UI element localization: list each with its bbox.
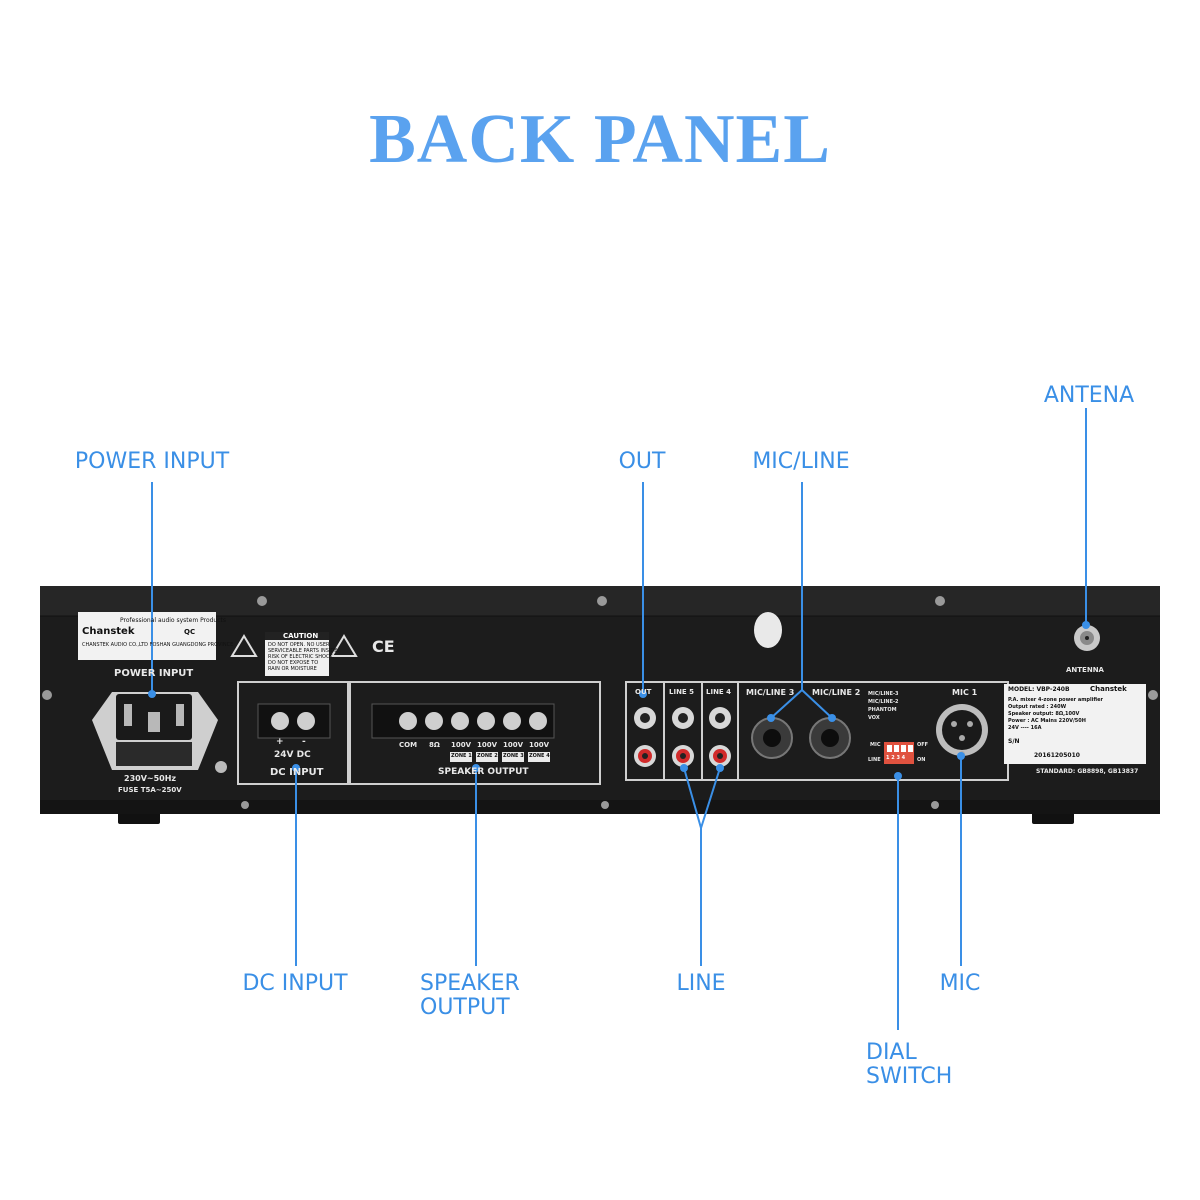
speaker-terminal-100v: 100V [529, 741, 550, 749]
spec-sn-label: S/N [1008, 738, 1020, 745]
page-title: BACK PANEL [369, 101, 831, 178]
brand-label: Chanstek [82, 626, 135, 637]
power-input-label: POWER INPUT [114, 668, 194, 679]
spec-brand: Chanstek [1090, 685, 1127, 693]
callout-out: OUT [618, 449, 666, 474]
dip-line-label: LINE [868, 757, 881, 763]
speaker-terminal-100v: 100V [451, 741, 472, 749]
spec-model: MODEL: VBP-240B [1008, 686, 1070, 693]
speaker-terminal-com: COM [399, 741, 418, 749]
out-jack-label: OUT [635, 688, 652, 696]
brand-qc: QC [184, 628, 196, 636]
ce-mark: CE [372, 637, 395, 656]
speaker-terminal-8ohm: 8Ω [429, 741, 440, 749]
callout-speaker-output: SPEAKER OUTPUT [420, 971, 520, 1020]
dc-voltage: 24V DC [274, 750, 311, 760]
mic-line3-label: MIC/LINE 3 [746, 688, 795, 697]
fuse-rating: FUSE T5A~250V [118, 786, 182, 794]
zone-2: ZONE 2 [477, 753, 498, 759]
spec-sn: 20161205010 [1034, 752, 1080, 759]
caution-title: CAUTION [283, 632, 319, 640]
zone-3: ZONE 3 [503, 753, 524, 759]
dc-plus: + [276, 737, 284, 747]
dip-off-label: OFF [917, 742, 929, 748]
callout-dc-input: DC INPUT [242, 971, 348, 996]
power-rating: 230V~50Hz [124, 774, 177, 783]
antenna-port-label: ANTENNA [1066, 666, 1104, 674]
mic1-label: MIC 1 [952, 688, 978, 697]
dip-mic-label: MIC [870, 742, 881, 748]
speaker-output-label: SPEAKER OUTPUT [438, 767, 529, 777]
callout-power-input: POWER INPUT [74, 449, 230, 474]
dc-minus: - [302, 737, 306, 747]
zone-1: ZONE 1 [451, 753, 472, 759]
callout-mic: MIC [939, 971, 981, 996]
callout-mic-line: MIC/LINE [752, 449, 850, 474]
line4-label: LINE 4 [706, 688, 732, 696]
dip-numbers: 1 2 3 4 [886, 755, 906, 761]
brand-tagline: Professional audio system Products [120, 617, 227, 624]
callout-line: LINE [676, 971, 726, 996]
mic-line2-label: MIC/LINE 2 [812, 688, 861, 697]
speaker-terminal-100v: 100V [503, 741, 524, 749]
dip-on-label: ON [917, 757, 926, 763]
brand-company: CHANSTEK AUDIO CO.,LTD FOSHAN GUANGDONG … [82, 642, 234, 648]
dc-input-label: DC INPUT [270, 767, 324, 778]
zone-4: ZONE 4 [529, 753, 550, 759]
callout-dial-switch: DIAL SWITCH [866, 1040, 953, 1089]
standard-label: STANDARD: GB8898, GB13837 [1036, 768, 1139, 775]
speaker-terminal-100v: 100V [477, 741, 498, 749]
callout-antenna: ANTENA [1043, 383, 1135, 408]
line5-label: LINE 5 [669, 688, 695, 696]
